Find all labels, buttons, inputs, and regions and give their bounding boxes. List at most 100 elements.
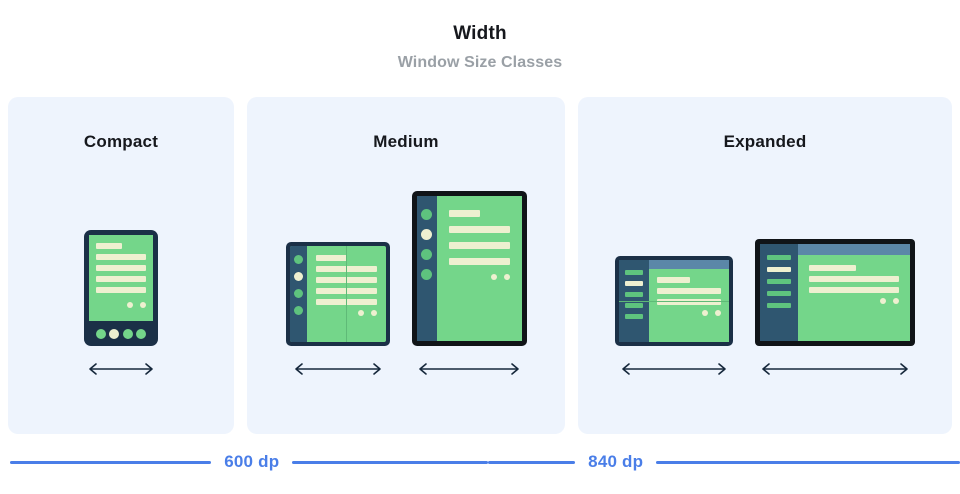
fold-crease xyxy=(346,246,347,342)
measure-line-mid-right xyxy=(487,460,576,464)
content-dot xyxy=(893,298,899,304)
nav-dot-active xyxy=(109,328,120,339)
content-line xyxy=(809,276,899,282)
content-dot xyxy=(357,310,364,316)
content-dots xyxy=(316,310,377,316)
nav-dot xyxy=(122,328,133,339)
content-line xyxy=(96,287,146,293)
rail-bar xyxy=(767,255,791,260)
content-line xyxy=(96,254,146,260)
rail-bar xyxy=(625,314,643,319)
content-dot xyxy=(702,310,708,316)
content-line xyxy=(448,210,481,217)
content-line xyxy=(448,226,510,233)
rail-bar xyxy=(625,270,643,275)
panel-title-medium: Medium xyxy=(373,132,439,151)
measure-line-right xyxy=(656,460,960,464)
panel-compact: Compact xyxy=(8,97,234,434)
rail-bar xyxy=(767,291,791,296)
breakpoint-measure-strip: 600 dp 840 dp xyxy=(0,452,960,472)
app-top-bar xyxy=(649,260,729,269)
nav-rail xyxy=(289,246,307,342)
width-arrow-tablet-portrait xyxy=(419,363,519,375)
device-phone xyxy=(84,230,158,346)
page-title: Width xyxy=(453,23,507,44)
content-line xyxy=(448,258,510,265)
width-arrow-phone xyxy=(89,363,153,375)
rail-dot xyxy=(293,306,303,315)
device-column-tablet-landscape xyxy=(755,239,915,376)
content-dot xyxy=(503,274,510,280)
rail-bar xyxy=(625,303,643,308)
measure-line-mid-left xyxy=(292,460,488,464)
device-tablet-portrait xyxy=(411,191,527,346)
content-dot xyxy=(127,302,133,308)
rail-dot-active xyxy=(421,229,432,240)
nav-rail xyxy=(416,196,437,341)
rail-dot-active xyxy=(293,272,303,281)
nav-dot xyxy=(135,328,146,339)
width-arrow-foldable-landscape xyxy=(622,363,726,375)
device-column-phone xyxy=(84,230,158,376)
panel-title-expanded: Expanded xyxy=(723,132,807,151)
device-column-foldable-landscape xyxy=(615,256,733,376)
content-dots xyxy=(449,274,510,280)
width-arrow-tablet-landscape xyxy=(762,363,908,375)
content-line xyxy=(657,299,721,305)
foldable-screen xyxy=(289,246,386,342)
device-column-foldable xyxy=(285,242,390,376)
tablet-landscape-body xyxy=(798,244,910,341)
breakpoint-label-600: 600 dp xyxy=(224,452,280,471)
phone-bottom-nav xyxy=(89,321,153,346)
device-stage-expanded xyxy=(578,167,952,434)
rail-bar xyxy=(767,303,791,308)
content-dot xyxy=(140,302,146,308)
device-stage-compact xyxy=(8,167,234,434)
panel-expanded: Expanded xyxy=(578,97,952,434)
content-dot xyxy=(490,274,497,280)
content-area xyxy=(649,269,729,342)
rail-dot xyxy=(421,209,432,220)
content-line xyxy=(315,255,348,261)
measure-line-left xyxy=(10,460,212,464)
content-line xyxy=(809,287,899,293)
nav-dot xyxy=(96,328,107,339)
tablet-portrait-screen xyxy=(416,196,522,341)
content-dots xyxy=(96,302,146,308)
phone-screen xyxy=(89,235,153,321)
app-top-bar xyxy=(798,244,910,255)
device-foldable-landscape xyxy=(615,256,733,346)
nav-rail xyxy=(760,244,798,341)
foldable-landscape-body xyxy=(649,260,729,342)
content-line xyxy=(96,265,146,271)
content-line xyxy=(448,242,510,249)
device-column-tablet-portrait xyxy=(411,191,527,376)
rail-dot xyxy=(421,249,432,260)
panel-title-compact: Compact xyxy=(83,132,159,151)
content-line xyxy=(657,277,691,283)
content-line xyxy=(657,288,721,294)
page-subtitle: Window Size Classes xyxy=(397,54,563,71)
rail-bar-active xyxy=(625,281,643,286)
content-area xyxy=(798,255,910,341)
device-stage-medium xyxy=(247,167,565,434)
content-line xyxy=(809,265,856,271)
device-tablet-landscape xyxy=(755,239,915,346)
content-dot xyxy=(715,310,721,316)
foldable-content xyxy=(307,246,386,342)
rail-bar xyxy=(767,279,791,284)
foldable-landscape-screen xyxy=(619,260,729,342)
content-dots xyxy=(809,298,899,304)
tablet-landscape-screen xyxy=(760,244,910,341)
rail-dot xyxy=(293,289,303,298)
rail-dot xyxy=(421,269,432,280)
content-dot xyxy=(880,298,886,304)
breakpoint-label-840: 840 dp xyxy=(588,452,644,471)
device-foldable-portrait xyxy=(285,242,390,346)
panel-medium: Medium xyxy=(247,97,565,434)
content-dots xyxy=(657,310,721,316)
width-arrow-foldable xyxy=(294,363,381,375)
rail-bar xyxy=(625,292,643,297)
content-dot xyxy=(370,310,377,316)
rail-dot xyxy=(293,255,303,264)
